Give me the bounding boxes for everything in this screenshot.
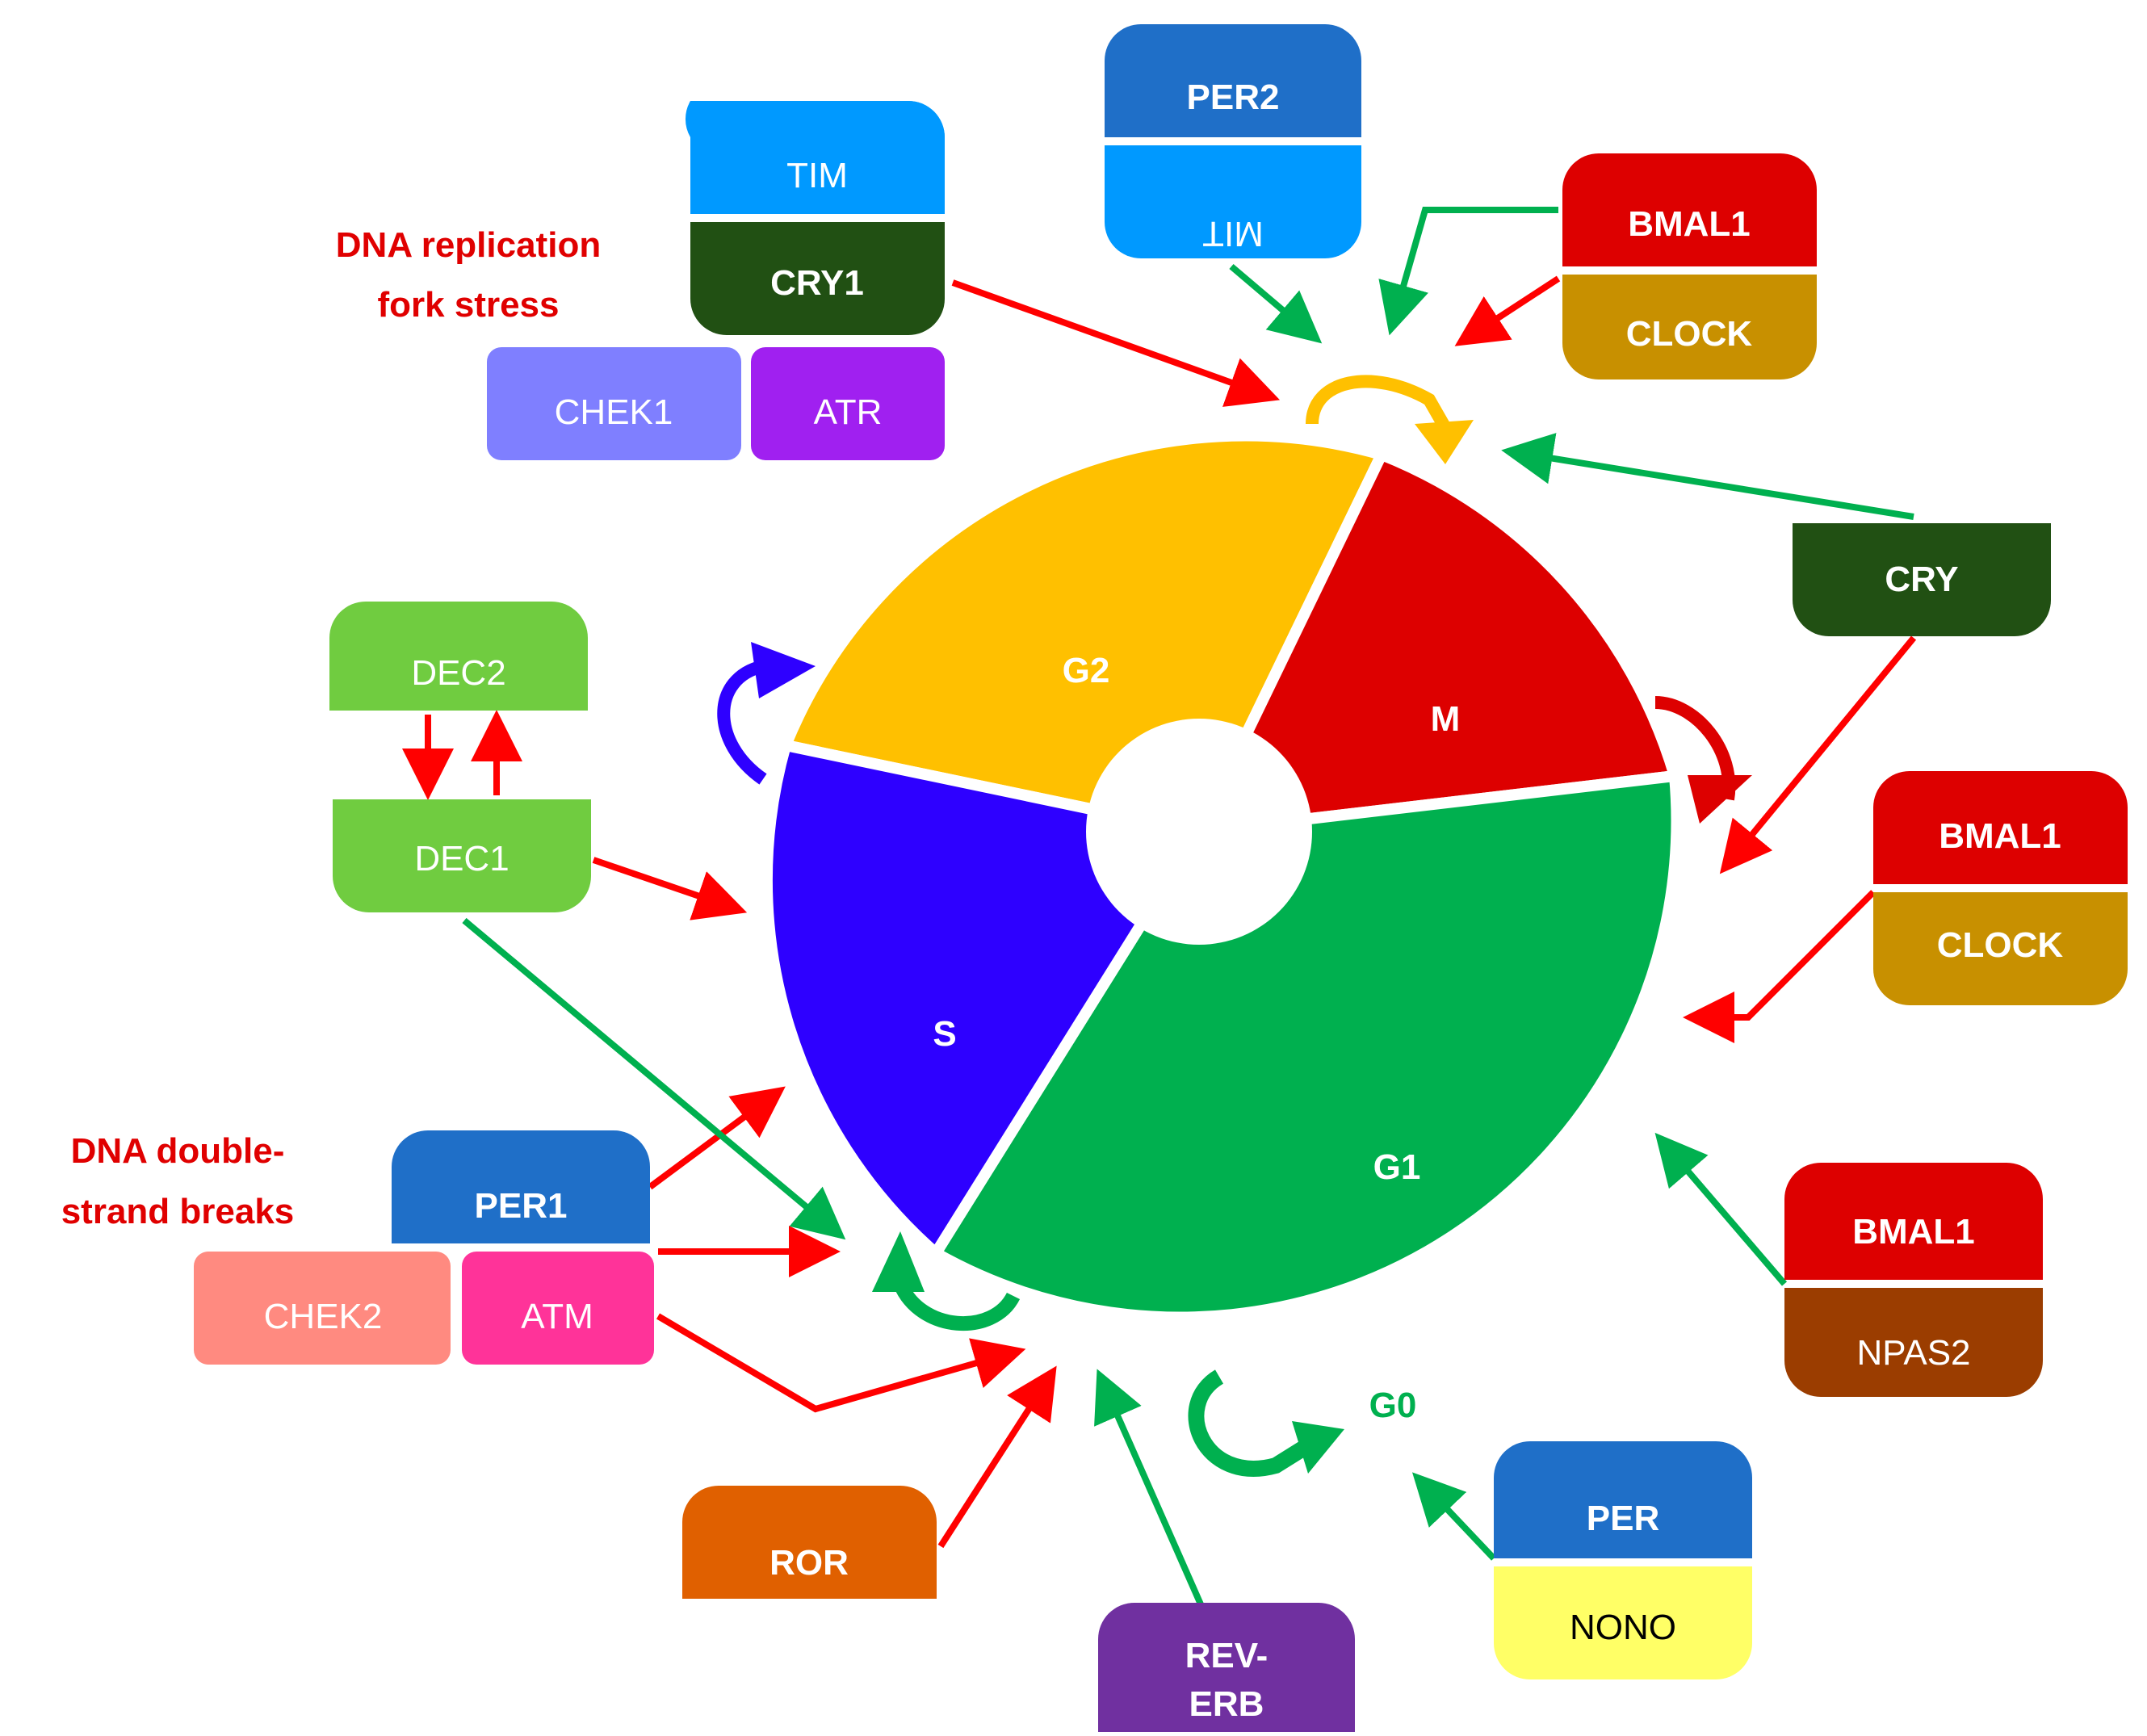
npas2-label: NPAS2 xyxy=(1856,1333,1970,1373)
g0-loop-arrow xyxy=(1188,1369,1313,1477)
phase-m-sector xyxy=(1189,447,1683,839)
replication-stress-line1: DNA replication xyxy=(336,225,601,265)
phase-m-label: M xyxy=(1431,699,1461,739)
dec1-to-s-green-arrow xyxy=(462,917,846,1240)
ror-arrow xyxy=(937,1365,1057,1549)
rev-erb-line1: REV- xyxy=(1185,1636,1268,1675)
phase-g1-label: G1 xyxy=(1373,1147,1421,1187)
bmal1-clock-right-complex: BMAL1 CLOCK xyxy=(1873,771,2128,1005)
clock-right-label: CLOCK xyxy=(1937,925,2064,965)
atr-label: ATR xyxy=(814,392,883,432)
bmal1-right-label: BMAL1 xyxy=(1939,816,2061,856)
chek1-label: CHEK1 xyxy=(555,392,673,432)
per2-tim-complex: PER2 TIM xyxy=(1105,24,1361,258)
chek1-atr-complex: CHEK1 ATR xyxy=(487,347,945,460)
atr-box xyxy=(751,347,945,460)
dec2-label: DEC2 xyxy=(411,653,505,693)
bmal1-npas2-top-label: BMAL1 xyxy=(1852,1212,1975,1252)
atm-to-g1s-arrow xyxy=(656,1313,1026,1413)
tim-label: TIM xyxy=(786,156,848,195)
per2-box-flat xyxy=(1105,89,1361,137)
m-g1-loop-arrowhead xyxy=(1688,775,1752,824)
dec1-label: DEC1 xyxy=(414,839,509,878)
chek2-label: CHEK2 xyxy=(264,1297,383,1336)
rev-erb-line2: ERB xyxy=(1189,1684,1264,1724)
per1-label: PER1 xyxy=(475,1186,568,1226)
cry1-box-flat xyxy=(690,222,945,270)
phase-s-sector xyxy=(761,738,1209,1262)
g2-m-loop-arrow xyxy=(1306,375,1451,431)
g0-loop-arrowhead xyxy=(1292,1421,1344,1474)
cry1-label: CRY1 xyxy=(770,263,864,303)
tim-mirror-label: TIM xyxy=(1202,214,1264,254)
per1-to-s-arrow xyxy=(648,1086,786,1190)
per2-label: PER2 xyxy=(1187,78,1280,117)
npas2-box-flat xyxy=(1784,1288,2043,1336)
ror-label: ROR xyxy=(769,1543,849,1583)
clock-top-label: CLOCK xyxy=(1626,314,1753,354)
per1-chek2-atm-complex: PER1 CHEK2 ATM xyxy=(194,1130,654,1365)
bmal1-top-label: BMAL1 xyxy=(1628,204,1751,244)
cry-to-m-arrow xyxy=(1501,433,1914,520)
rev-erb-complex: REV- ERB xyxy=(1098,1603,1355,1732)
bmal1-top-box-flat xyxy=(1562,218,1817,266)
nono-label: NONO xyxy=(1570,1608,1676,1647)
bmal1-npas2-complex: BMAL1 NPAS2 xyxy=(1784,1163,2043,1397)
bmal1-right-box-flat xyxy=(1873,836,2128,884)
rev-erb-box-flat xyxy=(1098,1675,1355,1732)
bmal1-clock-top-complex: BMAL1 CLOCK xyxy=(1562,153,1817,379)
phase-g1-sector xyxy=(928,769,1683,1323)
phase-g2-label: G2 xyxy=(1063,651,1110,690)
clock-top-box-flat xyxy=(1562,275,1817,323)
rev-erb-arrow xyxy=(1094,1369,1210,1621)
tim-mirror-box-flat xyxy=(1105,145,1361,194)
double-strand-breaks-line1: DNA double- xyxy=(71,1131,285,1171)
cry1-to-g2m-arrow xyxy=(951,279,1281,407)
per-nono-complex: PER NONO xyxy=(1494,1441,1752,1679)
bmal1-clock-red-arrow xyxy=(1454,275,1561,346)
s-g2-loop-arrowhead xyxy=(751,642,816,698)
nono-box-flat xyxy=(1494,1566,1752,1615)
dec2-box-flat xyxy=(329,666,588,711)
cry-complex: CRY xyxy=(1793,523,2051,636)
g1-s-loop-arrowhead xyxy=(872,1231,925,1292)
cell-cycle-wheel: G2 M S G1 xyxy=(761,430,1683,1323)
chek1-box xyxy=(487,347,741,460)
bmal1-clock-right-arrow xyxy=(1683,890,1876,1043)
tim-box-flat xyxy=(690,161,945,214)
bmal1-npas2-arrow xyxy=(1654,1132,1788,1286)
clock-right-box-flat xyxy=(1873,892,2128,941)
cry-box-flat xyxy=(1793,523,2051,572)
regulatory-arrows xyxy=(402,207,1917,1621)
tim-cry1-complex: TIM CRY1 xyxy=(685,101,945,335)
g1-s-loop-arrow xyxy=(893,1281,1021,1331)
dec1-box-flat xyxy=(333,799,591,848)
dec-complex: DEC2 DEC1 xyxy=(329,602,591,912)
per-nono-to-g0-arrow xyxy=(1411,1472,1496,1561)
ror-complex: ROR xyxy=(682,1486,937,1599)
g2-m-loop-arrowhead xyxy=(1415,420,1474,464)
phase-g0-label: G0 xyxy=(1369,1386,1417,1425)
cry-to-g1-arrow xyxy=(1719,635,1917,874)
wheel-center xyxy=(1086,719,1312,945)
phase-s-label: S xyxy=(933,1014,956,1054)
ror-box-flat xyxy=(682,1550,937,1599)
atm-box xyxy=(462,1252,654,1365)
per-label: PER xyxy=(1587,1499,1659,1538)
cry-label: CRY xyxy=(1885,560,1958,599)
double-strand-breaks-line2: strand breaks xyxy=(61,1192,295,1231)
chek2-box xyxy=(194,1252,451,1365)
per2-to-g2m-arrow xyxy=(1229,263,1323,344)
replication-stress-line2: fork stress xyxy=(377,285,559,325)
per-box-flat xyxy=(1494,1510,1752,1558)
phase-loop-arrows: G0 xyxy=(717,375,1752,1477)
atm-label: ATM xyxy=(521,1297,593,1336)
per1-box-flat xyxy=(392,1195,650,1243)
bmal1-clock-green-arrow xyxy=(1378,207,1558,336)
bmal1-npas2-top-box-flat xyxy=(1784,1227,2043,1280)
dec1-to-s-red-arrow xyxy=(592,857,748,920)
s-g2-loop-arrow xyxy=(717,660,767,785)
